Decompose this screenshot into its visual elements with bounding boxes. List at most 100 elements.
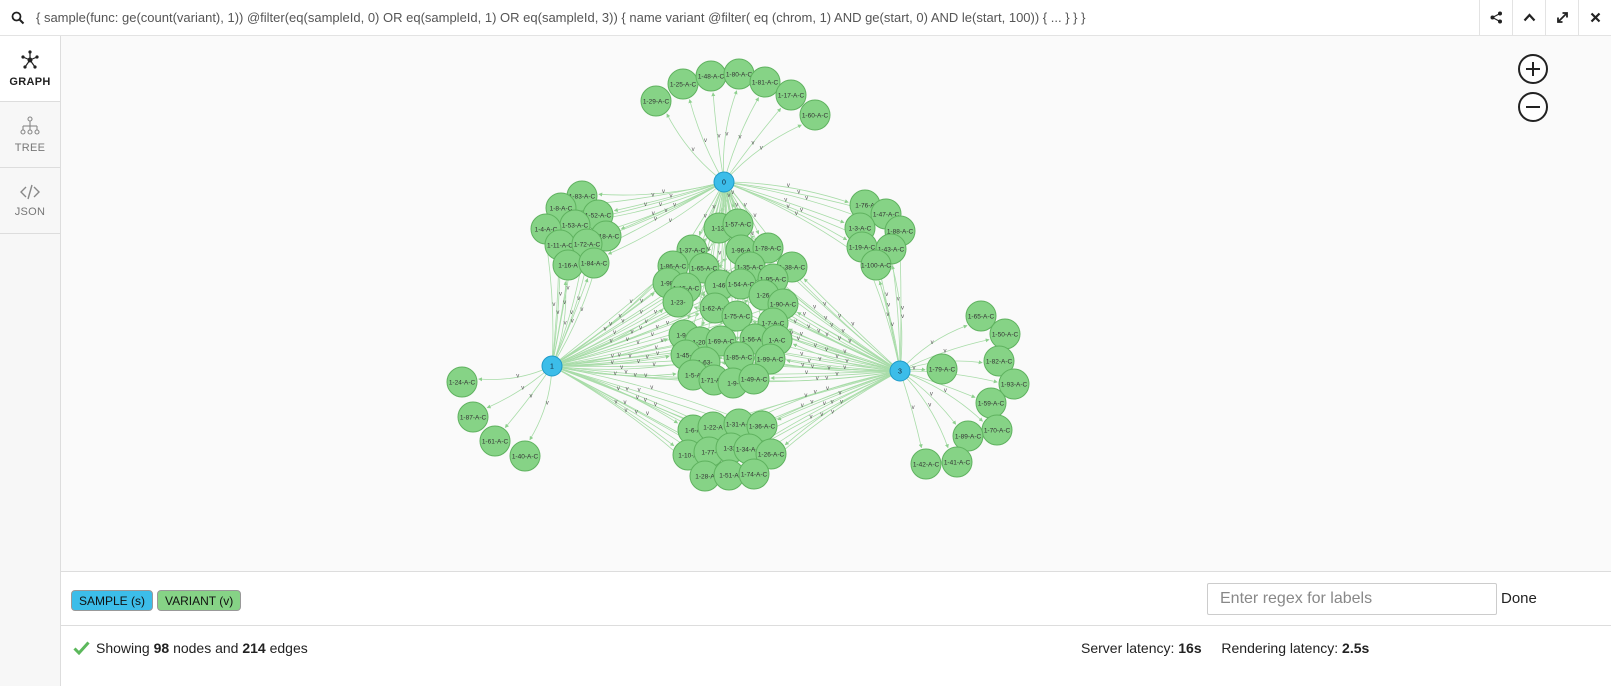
status-suffix: edges [269,640,308,656]
variant-node[interactable]: 1-41-A-C [941,446,973,478]
variant-node[interactable]: 1-60-A-C [799,99,831,131]
variant-node-label: 1-9- [727,381,739,388]
variant-node[interactable]: 1-42-A-C [910,448,942,480]
variant-node[interactable]: 1-59-A-C [975,387,1007,419]
edge-label: v [609,321,612,327]
sample-node[interactable]: 3 [889,360,911,382]
variant-node[interactable]: 1-24-A-C [446,366,478,398]
variant-node[interactable]: 1-100-A-C [860,249,892,281]
variant-node[interactable]: 1-29-A-C [640,85,672,117]
edge-label: v [826,332,829,338]
graph-edge [754,370,901,420]
variant-node[interactable]: 1-57-A-C [722,208,754,240]
zoom-in-button[interactable] [1518,54,1548,84]
variant-node[interactable]: 1-78-A-C [752,232,784,264]
legend-bar: SAMPLE (s) VARIANT (v) Done [61,571,1611,626]
variant-node[interactable]: 1-50-A-C [989,318,1021,350]
sidebar-item-json[interactable]: JSON [0,168,60,234]
edge-label: v [637,340,640,346]
zoom-out-button[interactable] [1518,92,1548,122]
variant-node[interactable]: 1-85-A-C [723,341,755,373]
variant-node[interactable]: 1-93-A-C [998,368,1030,400]
edge-label: v [704,213,707,219]
edge-label: v [818,356,821,362]
variant-node[interactable]: 1-26-A-C [755,438,787,470]
variant-node-label: 1-89-A-C [955,434,982,441]
variant-node-label: 1-72-A-C [574,242,601,249]
render-latency-label: Rendering latency: [1221,640,1339,656]
variant-node[interactable]: 1-25-A-C [667,68,699,100]
edge-label: v [654,310,657,316]
variant-node[interactable]: 1-82-A-C [983,345,1015,377]
variant-node[interactable]: 1-74-A-C [738,458,770,490]
done-button[interactable]: Done [1501,590,1537,607]
variant-node-label: 1-24-A-C [449,380,476,387]
graph-edge [797,312,901,372]
variant-node[interactable]: 1-17-A-C [775,79,807,111]
edge-label: v [556,310,559,316]
edge-label: v [656,324,659,330]
graph-edge [551,292,655,367]
edge-label: v [735,203,738,209]
legend-variant-chip[interactable]: VARIANT (v) [157,590,242,611]
sidebar-item-tree[interactable]: TREE [0,102,60,168]
sidebar: GRAPH TREE JSON [0,36,61,686]
edge-label: v [813,305,816,311]
edge-label: v [615,399,618,405]
edge-label: v [637,359,640,365]
variant-node-label: 1-56-A-C [742,337,769,344]
edge-label: v [885,292,888,298]
sidebar-item-label: JSON [14,205,46,218]
regex-input[interactable] [1207,583,1497,615]
variant-node[interactable]: 1-89-A-C [952,420,984,452]
variant-node[interactable]: 1-87-A-C [457,401,489,433]
sample-node[interactable]: 1 [541,355,563,377]
variant-node-label: 1-98- [660,281,675,288]
edge-label: v [644,373,647,379]
edge-label: v [634,373,637,379]
variant-node-label: 1-65-A-C [691,266,718,273]
share-icon[interactable] [1479,0,1512,36]
graph-edge [551,343,684,367]
edge-label: v [617,386,620,392]
variant-node[interactable]: 1-40-A-C [509,440,541,472]
close-icon[interactable] [1578,0,1611,36]
variant-node[interactable]: 1-65-A-C [965,300,997,332]
variant-node[interactable]: 1-70-A-C [981,414,1013,446]
variant-node[interactable]: 1-16-A [552,249,584,281]
legend-sample-chip[interactable]: SAMPLE (s) [71,590,154,611]
variant-node[interactable]: 1-23- [662,286,694,318]
variant-node[interactable]: 1-49-A-C [738,363,770,395]
variant-node[interactable]: 1-75-A-C [721,300,753,332]
edge-label: v [846,358,849,364]
variant-node-label: 1-60-A-C [802,113,829,120]
variant-node-label: 1-13- [711,226,726,233]
edge-label: v [650,385,653,391]
variant-node[interactable]: 1-61-A-C [479,425,511,457]
graph-edge [786,288,901,372]
variant-node[interactable]: 1-81-A-C [749,66,781,98]
edge-label: v [516,373,519,379]
variant-node-label: 1-26- [756,293,771,300]
status-bar: Showing 98 nodes and 214 edges Server la… [61,626,1611,686]
variant-node[interactable]: 1-36-A-C [746,410,778,442]
edge-label: v [713,205,716,211]
query-text[interactable]: { sample(func: ge(count(variant), 1)) @f… [36,10,1086,25]
tree-icon [20,115,40,135]
edge-label: v [784,197,787,203]
edge-label: v [814,343,817,349]
variant-node[interactable]: 1-84-A-C [578,247,610,279]
sidebar-item-graph[interactable]: GRAPH [0,36,60,102]
search-icon [0,0,36,36]
edge-label: v [760,146,763,152]
expand-icon[interactable] [1545,0,1578,36]
collapse-icon[interactable] [1512,0,1545,36]
status-prefix: Showing [96,640,150,656]
variant-node[interactable]: 1-48-A-C [695,60,727,92]
variant-node[interactable]: 1-79-A-C [926,353,958,385]
variant-node[interactable]: 1-80-A-C [723,58,755,90]
edge-label: v [744,202,747,208]
sample-node[interactable]: 0 [713,171,735,193]
